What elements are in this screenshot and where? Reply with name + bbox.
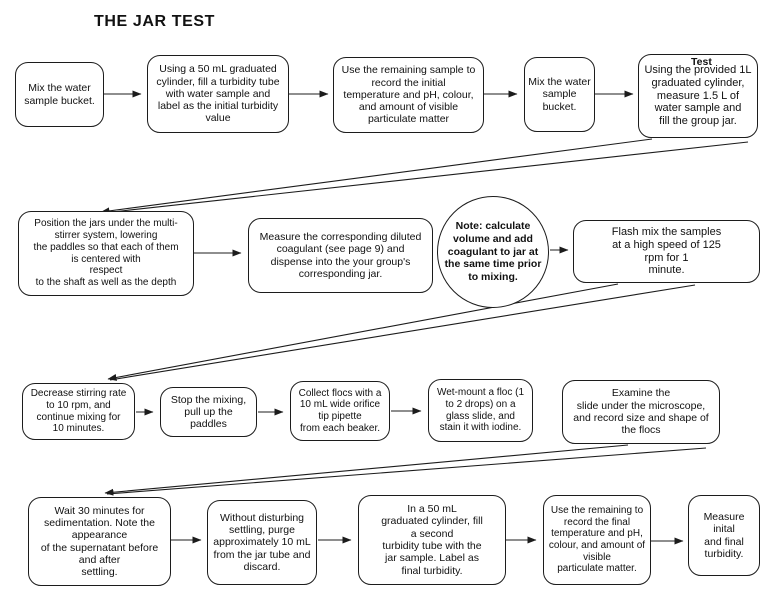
test-overlay-label: Test [691, 56, 712, 68]
step-wait-sedimentation: Wait 30 minutes for sedimentation. Note … [28, 497, 171, 586]
step-second-turbidity-tube: In a 50 mL graduated cylinder, fill a se… [358, 495, 506, 585]
step-wet-mount-floc: Wet-mount a floc (1 to 2 drops) on a gla… [428, 379, 533, 442]
step-record-initial-readings: Use the remaining sample to record the i… [333, 57, 484, 133]
note-circle: Note: calculate volume and add coagulant… [437, 196, 549, 308]
arrow-r1-to-r2b [102, 141, 749, 214]
step-decrease-stirring: Decrease stirring rate to 10 rpm, and co… [22, 383, 135, 440]
arrow-r2-to-r3b [109, 284, 696, 381]
step-collect-flocs: Collect flocs with a 10 mL wide orifice … [290, 381, 390, 441]
step-flash-mix: Flash mix the samples at a high speed of… [573, 220, 760, 283]
step-mix-water-sample-bucket: Mix the water sample bucket. [15, 62, 104, 127]
step-measure-turbidity: Measure inital and final turbidity. [688, 495, 760, 576]
step-record-final-readings: Use the remaining to record the final te… [543, 495, 651, 585]
step-fill-group-jar: Using the provided 1L graduated cylinder… [638, 54, 758, 138]
arrow-r2-to-r3 [107, 283, 619, 381]
page-title: THE JAR TEST [94, 13, 215, 30]
arrow-r3-to-r4 [104, 444, 629, 496]
arrow-r1-to-r2 [100, 138, 653, 215]
step-position-jars: Position the jars under the multi- stirr… [18, 211, 194, 296]
step-mix-water-bucket-2: Mix the water sample bucket. [524, 57, 595, 132]
arrow-r3-to-r4b [106, 447, 707, 495]
step-fill-turbidity-tube: Using a 50 mL graduated cylinder, fill a… [147, 55, 289, 133]
step-purge-jar-tube: Without disturbing settling, purge appro… [207, 500, 317, 585]
step-measure-coagulant: Measure the corresponding diluted coagul… [248, 218, 433, 293]
step-examine-slide: Examine the slide under the microscope, … [562, 380, 720, 444]
step-stop-mixing: Stop the mixing, pull up the paddles [160, 387, 257, 437]
